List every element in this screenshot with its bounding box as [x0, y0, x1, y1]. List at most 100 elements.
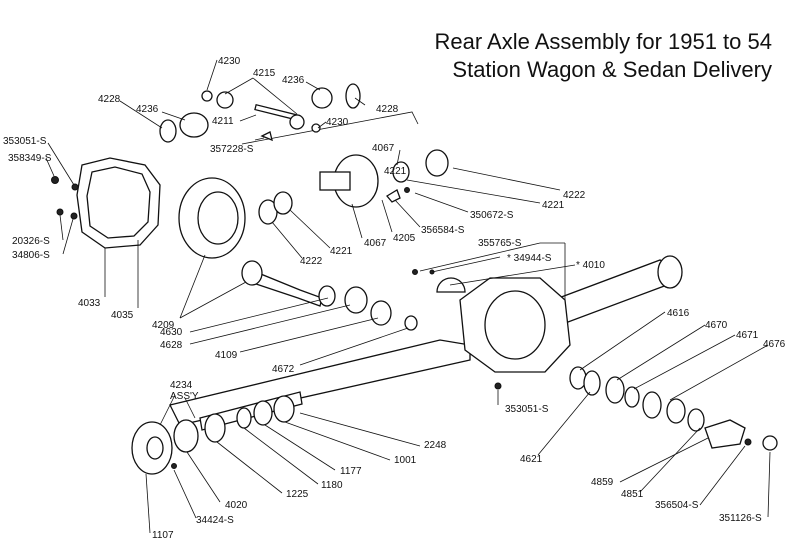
- bolt: [51, 176, 59, 184]
- bearing-cone-2: [392, 161, 410, 183]
- leader-line: [179, 281, 247, 319]
- part-label: 4851: [621, 489, 644, 500]
- lock-washer: [744, 438, 752, 446]
- leader-line: [431, 256, 501, 273]
- plug-2: [494, 382, 502, 390]
- part-label: 4676: [763, 339, 786, 350]
- part-label: 4209: [152, 320, 175, 331]
- leader-line: [161, 111, 186, 121]
- oil-seal-2: [236, 407, 252, 429]
- part-label: 4630: [160, 327, 183, 338]
- pinion-bearing-cup: [344, 286, 368, 314]
- part-label: 2248: [424, 440, 447, 451]
- leader-line: [579, 311, 666, 371]
- bolt-2: [56, 208, 64, 216]
- leader-line: [351, 203, 363, 239]
- part-label: 353051-S: [3, 136, 47, 147]
- thrust-washer: [201, 90, 213, 102]
- leader-line: [216, 441, 283, 494]
- pinion-gear-2: [289, 114, 305, 130]
- pinion-bearing: [318, 285, 336, 307]
- wheel-bearing: [583, 370, 601, 396]
- part-label: 1001: [394, 455, 417, 466]
- leader-line: [381, 199, 393, 233]
- leader-line: [639, 427, 701, 493]
- part-label: 351126-S: [719, 513, 762, 524]
- lock: [386, 189, 401, 203]
- part-label: 4205: [393, 233, 416, 244]
- leader-line: [699, 445, 746, 506]
- plug: [71, 183, 79, 191]
- bearing-retainer-2: [253, 400, 273, 426]
- leader-line: [159, 394, 176, 426]
- pinion-shim: [370, 300, 392, 326]
- leader-line: [452, 167, 561, 191]
- part-label: 4221: [330, 246, 353, 257]
- housing-flange: [657, 255, 683, 289]
- leader-line: [59, 214, 64, 241]
- leader-line: [264, 424, 336, 471]
- pinion-head: [241, 260, 263, 286]
- washer: [70, 212, 78, 220]
- leader-line: [289, 209, 331, 249]
- part-label: 4067: [364, 238, 387, 249]
- part-label: 4222: [300, 256, 323, 267]
- leader-line: [254, 137, 265, 141]
- leader-line: [119, 100, 163, 129]
- part-label: 4230: [326, 117, 349, 128]
- leader-line: [239, 114, 257, 122]
- leader-line: [394, 199, 421, 228]
- part-label: 4616: [667, 308, 690, 319]
- part-label: 34424-S: [196, 515, 234, 526]
- side-gear-2: [179, 112, 209, 138]
- leader-line: [45, 157, 55, 177]
- part-label: 1225: [286, 489, 309, 500]
- part-label: 358349-S: [8, 153, 52, 164]
- pinion-gear: [216, 91, 234, 109]
- leader-line: [354, 97, 366, 106]
- leader-line: [414, 192, 469, 213]
- part-label: 4230: [218, 56, 241, 67]
- leader-line: [317, 121, 327, 129]
- universal-joint-part: [666, 398, 686, 424]
- part-label: 4628: [160, 340, 183, 351]
- housing-bowl: [484, 290, 546, 360]
- nut: [762, 435, 778, 451]
- leader-line: [299, 327, 409, 366]
- leader-line: [239, 317, 379, 353]
- leader-line: [224, 77, 254, 95]
- cover-inner: [86, 166, 151, 239]
- part-label: 4672: [272, 364, 295, 375]
- bolt-3: [404, 187, 410, 193]
- ring-gear-inner: [197, 191, 239, 245]
- part-label: 356504-S: [655, 500, 699, 511]
- part-label: 357228-S: [210, 144, 254, 155]
- leader-line: [299, 412, 421, 447]
- leader-line: [145, 473, 151, 534]
- pinion-washer: [404, 315, 418, 331]
- thrust-washer-2: [311, 123, 321, 133]
- part-label: 4221: [384, 166, 407, 177]
- leader-line: [767, 451, 771, 518]
- part-label: 4221: [542, 200, 565, 211]
- part-label: 4211: [212, 116, 234, 127]
- leader-line: [47, 142, 75, 186]
- part-label: 4236: [136, 104, 159, 115]
- backing-plate: [173, 419, 199, 453]
- part-label: 4671: [736, 330, 759, 341]
- part-label: * 34944-S: [507, 253, 552, 264]
- wheel-bearing-2: [204, 413, 226, 443]
- part-label: 1180: [321, 480, 343, 491]
- shaft-splines: [273, 395, 295, 423]
- bearing-cup-2: [425, 149, 449, 177]
- part-label: 4234: [170, 380, 193, 391]
- part-label: 4670: [705, 320, 728, 331]
- leader-line: [173, 469, 197, 519]
- leader-line: [537, 391, 591, 456]
- part-label: 4228: [98, 94, 121, 105]
- hub-bolt: [171, 463, 177, 469]
- leader-line: [619, 437, 709, 483]
- part-label: 4020: [225, 500, 248, 511]
- part-label: 356584-S: [421, 225, 465, 236]
